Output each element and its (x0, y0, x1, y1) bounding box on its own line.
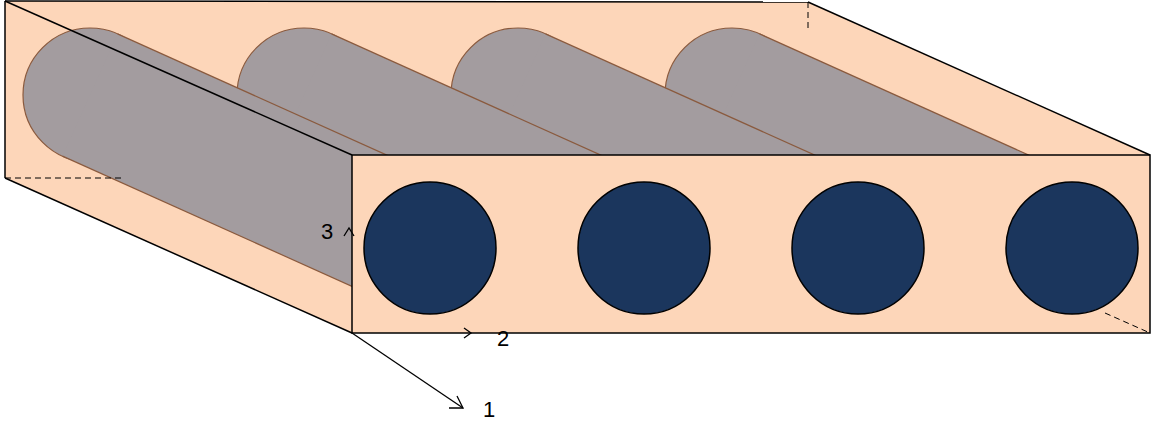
axes (344, 228, 471, 408)
block-edges (5, 1, 1150, 333)
fiber-ends (364, 182, 1138, 314)
axis-label: 2 (497, 328, 509, 350)
axis-label: 1 (483, 399, 495, 421)
axis-label: 3 (321, 221, 333, 243)
matrix-block (5, 1, 1150, 333)
front-face (352, 155, 1150, 333)
hidden-edges (5, 2, 1150, 333)
fiber-end (364, 182, 496, 314)
fiber-end (1006, 182, 1138, 314)
fiber-end (792, 182, 924, 314)
fiber-end (578, 182, 710, 314)
